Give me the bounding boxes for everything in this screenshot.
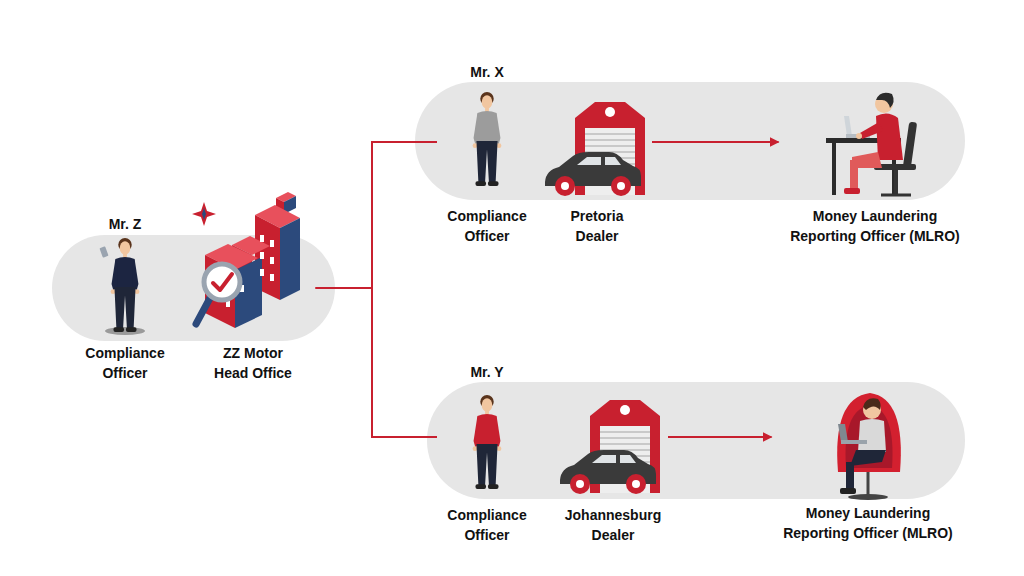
caption-label: Compliance Officer — [442, 505, 532, 545]
person-figure — [473, 395, 502, 489]
dealer-icon — [560, 400, 660, 494]
person-node: Mr. Z Compliance Officer — [75, 214, 175, 383]
caption-label: Pretoria Dealer — [552, 206, 642, 246]
dealer-node: Johannesburg Dealer — [558, 398, 668, 545]
person-name: Mr. Y — [442, 362, 532, 382]
person-node: Mr. Y Compliance Officer — [437, 362, 537, 545]
caption-label: Compliance Officer — [80, 343, 170, 383]
group-band — [427, 382, 965, 499]
branch-line — [316, 142, 438, 288]
figure-space — [487, 82, 488, 206]
person-node: Mr. X Compliance Officer — [437, 62, 537, 246]
figure-space — [487, 382, 488, 505]
figure-space — [125, 234, 126, 343]
caption-label: Johannesburg Dealer — [562, 505, 664, 545]
mlro-figure — [826, 93, 917, 195]
person-figure — [473, 92, 502, 186]
flow-arrow — [668, 436, 772, 438]
group-band — [415, 82, 965, 200]
figure-space — [253, 200, 254, 343]
figure-space — [613, 398, 614, 505]
flow-arrow — [652, 141, 779, 143]
caption-label: Money Laundering Reporting Officer (MLRO… — [776, 503, 961, 543]
person-name: Mr. Z — [80, 214, 170, 234]
building-icon — [192, 192, 300, 328]
caption-label: Compliance Officer — [442, 206, 532, 246]
office-node: ZZ Motor Head Office — [191, 200, 316, 383]
mlro-figure — [837, 393, 901, 500]
person-figure — [99, 238, 145, 335]
figure-space — [875, 92, 876, 206]
mlro-node: Money Laundering Reporting Officer (MLRO… — [772, 395, 965, 543]
figure-space — [868, 395, 869, 503]
person-name: Mr. X — [442, 62, 532, 82]
branch-line — [316, 288, 438, 437]
dealer-icon — [545, 102, 645, 196]
caption-label: ZZ Motor Head Office — [208, 343, 298, 383]
caption-label: Money Laundering Reporting Officer (MLRO… — [783, 206, 968, 246]
figure-space — [597, 100, 598, 206]
mlro-node: Money Laundering Reporting Officer (MLRO… — [779, 92, 972, 246]
dealer-node: Pretoria Dealer — [542, 100, 652, 246]
